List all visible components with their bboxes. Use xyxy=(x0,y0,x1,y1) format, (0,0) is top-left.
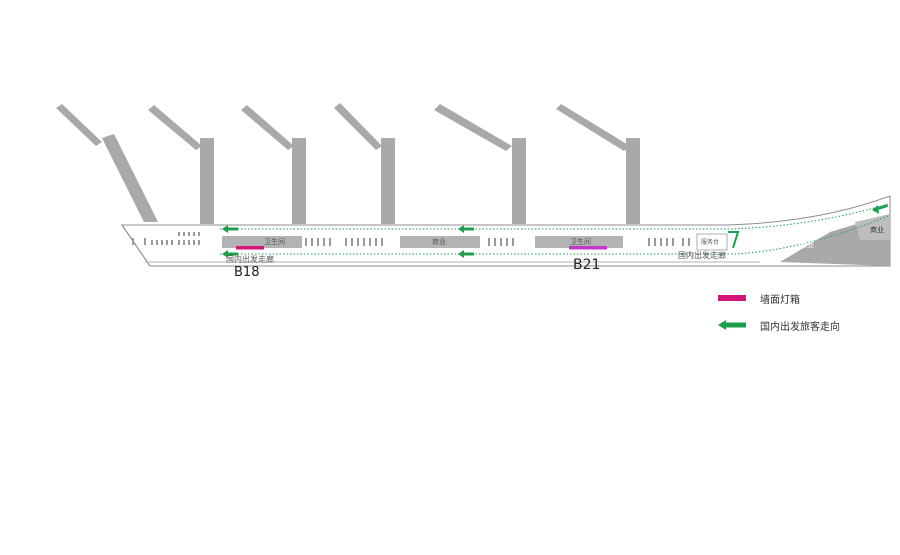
marker-label-b21: B21 xyxy=(573,257,601,273)
jet-bridge-2 xyxy=(148,105,214,224)
legend-item-lightbox: 墙面灯箱 xyxy=(718,290,800,306)
direction-arrow-icon xyxy=(458,250,474,258)
jet-bridge-6 xyxy=(556,104,640,224)
passenger-flow xyxy=(220,203,889,255)
jet-bridge-4 xyxy=(334,103,395,224)
washroom-label-1: 卫生间 xyxy=(264,238,285,246)
shop-box-1 xyxy=(400,236,480,248)
corridor-label-left: 国内出发走廊 xyxy=(226,255,274,264)
washroom-label-2: 卫生间 xyxy=(570,238,591,246)
seat-group-3 xyxy=(488,238,514,246)
direction-arrow-icon xyxy=(872,203,889,214)
flow-path-upper xyxy=(220,203,889,230)
legend-swatches xyxy=(718,295,746,330)
jet-bridge-5 xyxy=(434,104,526,224)
lightbox-b21 xyxy=(569,246,607,250)
jet-bridge-3 xyxy=(241,105,306,224)
facility-boxes xyxy=(222,233,728,251)
shop-label-1: 商业 xyxy=(432,238,446,246)
legend-lightbox-label: 墙面灯箱 xyxy=(760,294,800,306)
washroom-box-2 xyxy=(535,236,623,248)
legend-arrow-icon xyxy=(718,320,746,330)
jet-bridge-1 xyxy=(56,104,158,222)
direction-arrow-icon xyxy=(222,250,238,258)
lightbox-b18 xyxy=(236,246,264,250)
marker-label-b18: B18 xyxy=(234,265,260,280)
legend-direction-label: 国内出发旅客走向 xyxy=(760,321,840,333)
service-desk-box xyxy=(696,233,728,251)
service-desk-label: 服务台 xyxy=(701,239,720,246)
flow-path-lower xyxy=(220,215,889,255)
legend-lightbox-swatch xyxy=(718,295,746,301)
direction-arrows xyxy=(222,203,889,258)
shop-label-3: 商业 xyxy=(870,226,884,234)
wall-lightboxes xyxy=(236,246,607,250)
direction-arrow-icon xyxy=(222,225,238,233)
corridor-label-right: 国内出发走廊 xyxy=(678,251,726,260)
direction-arrow-icon xyxy=(458,225,474,233)
jet-bridges xyxy=(56,103,640,224)
legend-item-direction: 国内出发旅客走向 xyxy=(718,317,840,333)
seat-rows xyxy=(132,232,690,246)
seat-group-1 xyxy=(132,232,200,245)
shop-label-2: 商业 xyxy=(800,241,814,249)
seat-group-4 xyxy=(648,238,690,246)
seat-group-2 xyxy=(305,238,383,246)
washroom-box-1 xyxy=(222,236,302,248)
direction-turn-icon xyxy=(728,231,740,249)
